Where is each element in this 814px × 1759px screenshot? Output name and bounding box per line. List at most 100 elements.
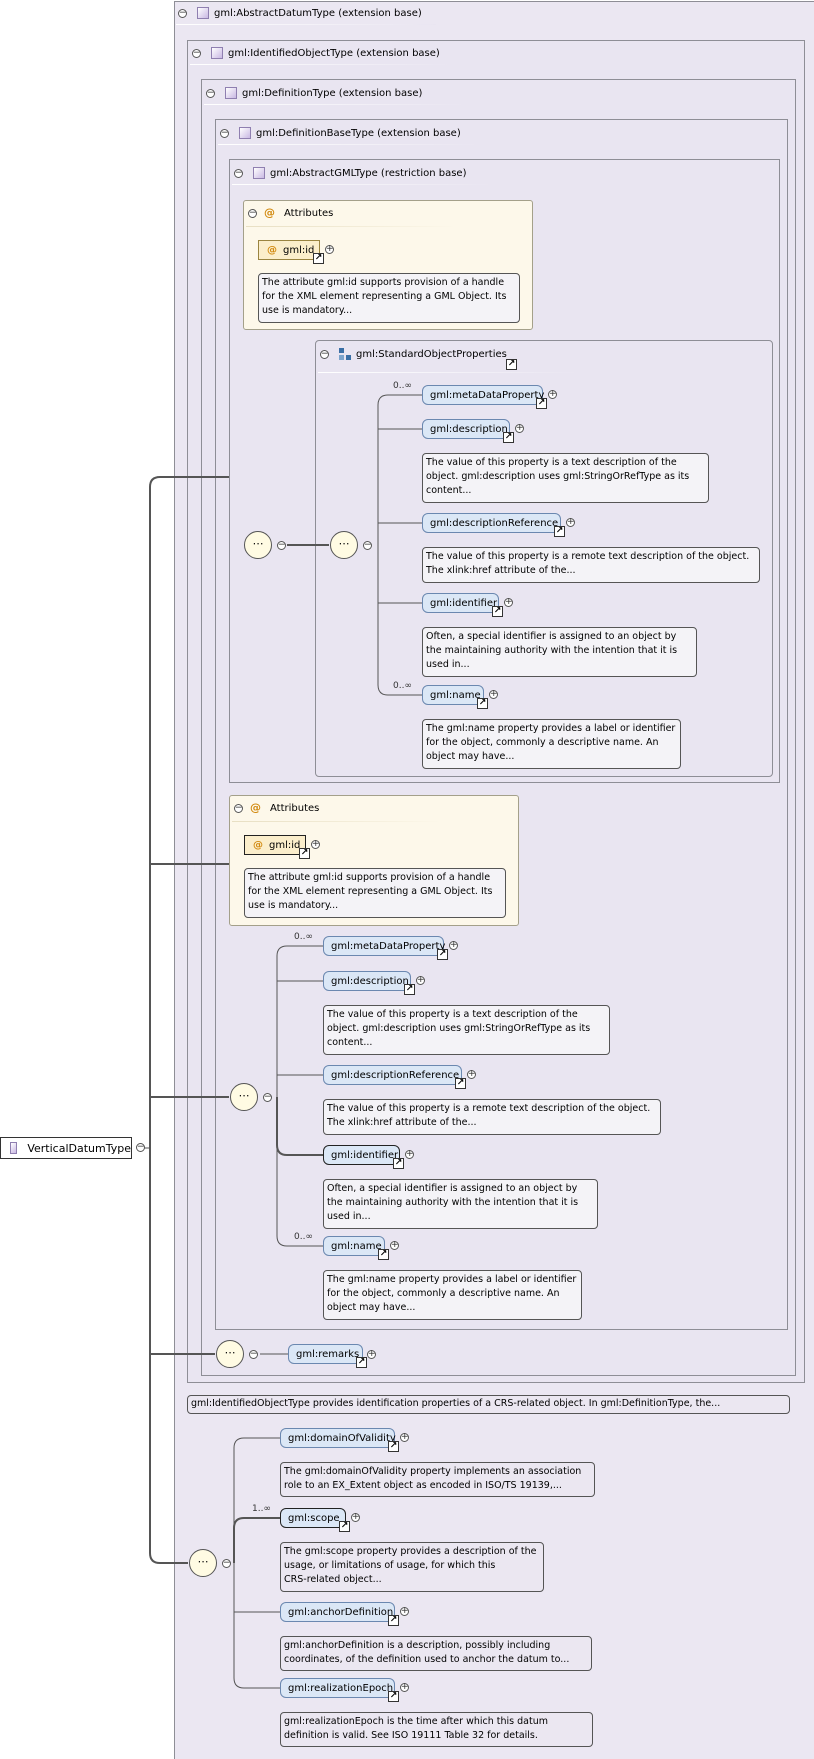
complex-type-icon [253, 167, 265, 179]
expand-element[interactable]: + [566, 517, 575, 527]
element-description-reference[interactable]: gml:descriptionReference [422, 513, 561, 533]
expand-element[interactable]: + [504, 597, 513, 607]
gml-id-doc: The attribute gml:id supports provision … [258, 273, 520, 323]
element-name[interactable]: gml:name [422, 685, 484, 705]
navigate-arrow-icon[interactable]: ↗ [378, 1249, 389, 1260]
expand-element[interactable]: + [416, 975, 425, 985]
anchor-definition-doc: gml:anchorDefinition is a description, p… [280, 1636, 592, 1671]
element-remarks[interactable]: gml:remarks [288, 1344, 363, 1364]
identified-object-doc: gml:IdentifiedObjectType provides identi… [187, 1395, 790, 1414]
header-divider [246, 226, 456, 227]
element-identifier[interactable]: gml:identifier [323, 1145, 400, 1165]
collapse-sequence[interactable]: − [222, 1558, 231, 1568]
expand-element[interactable]: + [400, 1682, 409, 1692]
abstract-datum-header: gml:AbstractDatumType (extension base) [214, 7, 422, 19]
sequence-compositor-icon[interactable]: ⋯ [244, 531, 272, 559]
header-divider [232, 821, 442, 822]
definition-header: gml:DefinitionType (extension base) [242, 87, 423, 99]
complex-type-icon [225, 87, 237, 99]
collapse-definition[interactable]: − [206, 88, 215, 98]
collapse-root[interactable]: − [136, 1142, 145, 1152]
navigate-arrow-icon[interactable]: ↗ [393, 1158, 404, 1169]
navigate-arrow-icon[interactable]: ↗ [388, 1441, 399, 1452]
element-realization-epoch[interactable]: gml:realizationEpoch [280, 1678, 395, 1698]
collapse-identified-object[interactable]: − [192, 48, 201, 58]
identified-object-header: gml:IdentifiedObjectType (extension base… [228, 47, 440, 59]
expand-element[interactable]: + [548, 389, 557, 399]
sequence-compositor-icon[interactable]: ⋯ [216, 1340, 244, 1368]
realization-epoch-doc: gml:realizationEpoch is the time after w… [280, 1712, 593, 1747]
navigate-arrow-icon[interactable]: ↗ [356, 1357, 367, 1368]
sequence-compositor-icon[interactable]: ⋯ [189, 1549, 217, 1577]
element-description-reference[interactable]: gml:descriptionReference [323, 1065, 462, 1085]
expand-element[interactable]: + [449, 940, 458, 950]
root-element-vertical-datum-type[interactable]: VerticalDatumType [0, 1137, 132, 1159]
collapse-abstract-gml[interactable]: − [234, 168, 243, 178]
identifier-doc: Often, a special identifier is assigned … [422, 627, 697, 677]
element-scope[interactable]: gml:scope [280, 1508, 346, 1528]
navigate-arrow-icon[interactable]: ↗ [506, 359, 517, 370]
element-domain-of-validity[interactable]: gml:domainOfValidity [280, 1428, 396, 1448]
collapse-sequence[interactable]: − [263, 1092, 272, 1102]
complex-type-icon [10, 1142, 18, 1154]
sequence-compositor-icon[interactable]: ⋯ [330, 531, 358, 559]
navigate-arrow-icon[interactable]: ↗ [554, 526, 565, 537]
collapse-sequence[interactable]: − [277, 540, 286, 550]
element-meta-data-property[interactable]: gml:metaDataProperty [422, 385, 544, 405]
complex-type-icon [197, 7, 209, 19]
expand-element[interactable]: + [489, 689, 498, 699]
header-divider [204, 104, 464, 105]
description-doc: The value of this property is a text des… [422, 453, 709, 503]
expand-element[interactable]: + [400, 1606, 409, 1616]
group-icon [339, 348, 351, 360]
navigate-arrow-icon[interactable]: ↗ [437, 949, 448, 960]
expand-gml-id[interactable]: + [325, 244, 334, 254]
expand-element[interactable]: + [400, 1432, 409, 1442]
navigate-arrow-icon[interactable]: ↗ [503, 432, 514, 443]
collapse-sequence[interactable]: − [363, 540, 372, 550]
expand-element[interactable]: + [351, 1512, 360, 1522]
element-meta-data-property[interactable]: gml:metaDataProperty [323, 936, 445, 956]
domain-of-validity-doc: The gml:domainOfValidity property implem… [280, 1462, 595, 1497]
collapse-attributes[interactable]: − [234, 803, 243, 813]
navigate-arrow-icon[interactable]: ↗ [388, 1691, 399, 1702]
expand-element[interactable]: + [467, 1069, 476, 1079]
collapse-sequence[interactable]: − [249, 1349, 258, 1359]
expand-element[interactable]: + [390, 1240, 399, 1250]
attribute-icon: @ [250, 801, 261, 814]
collapse-abstract-datum[interactable]: − [178, 8, 187, 18]
expand-element[interactable]: + [405, 1149, 414, 1159]
navigate-arrow-icon[interactable]: ↗ [492, 606, 503, 617]
element-description[interactable]: gml:description [422, 419, 510, 439]
gml-id-attribute[interactable]: @ gml:id [258, 240, 320, 260]
gml-id-attribute[interactable]: @ gml:id [244, 835, 306, 855]
expand-element[interactable]: + [367, 1349, 376, 1359]
header-divider [318, 372, 578, 373]
element-identifier[interactable]: gml:identifier [422, 593, 499, 613]
cardinality-label: 0..∞ [294, 932, 313, 942]
expand-gml-id[interactable]: + [311, 839, 320, 849]
navigate-arrow-icon[interactable]: ↗ [477, 698, 488, 709]
collapse-attributes[interactable]: − [248, 208, 257, 218]
scope-doc: The gml:scope property provides a descri… [280, 1542, 544, 1592]
navigate-arrow-icon[interactable]: ↗ [299, 848, 310, 859]
navigate-arrow-icon[interactable]: ↗ [339, 1521, 350, 1532]
description-reference-doc: The value of this property is a remote t… [323, 1099, 661, 1135]
abstract-gml-header: gml:AbstractGMLType (restriction base) [270, 167, 467, 179]
sequence-compositor-icon[interactable]: ⋯ [230, 1083, 258, 1111]
element-name[interactable]: gml:name [323, 1236, 385, 1256]
complex-type-icon [211, 47, 223, 59]
element-description[interactable]: gml:description [323, 971, 411, 991]
collapse-standard-group[interactable]: − [320, 349, 329, 359]
navigate-arrow-icon[interactable]: ↗ [388, 1615, 399, 1626]
navigate-arrow-icon[interactable]: ↗ [536, 398, 547, 409]
navigate-arrow-icon[interactable]: ↗ [455, 1078, 466, 1089]
navigate-arrow-icon[interactable]: ↗ [404, 984, 415, 995]
navigate-arrow-icon[interactable]: ↗ [313, 253, 324, 264]
collapse-definition-base[interactable]: − [220, 128, 229, 138]
element-anchor-definition[interactable]: gml:anchorDefinition [280, 1602, 395, 1622]
definition-base-header: gml:DefinitionBaseType (extension base) [256, 127, 461, 139]
expand-element[interactable]: + [515, 423, 524, 433]
header-divider [218, 144, 478, 145]
